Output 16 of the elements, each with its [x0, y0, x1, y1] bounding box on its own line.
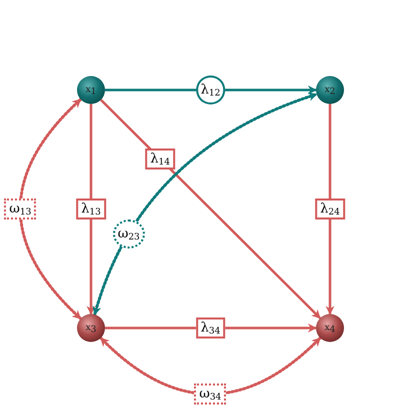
arrow	[86, 104, 96, 315]
arrow	[326, 104, 334, 315]
edge-label: ω$_{13}$	[4, 198, 36, 220]
sphere-node	[77, 314, 105, 342]
dotted-arrow	[99, 336, 322, 396]
sphere-node	[316, 76, 344, 104]
edge-label: λ$_{14}$	[145, 148, 175, 170]
edge-label: λ$_{24}$	[315, 198, 345, 220]
edge-label: λ$_{34}$	[196, 318, 226, 338]
dotted-arrow	[18, 98, 82, 320]
edge-label: λ$_{12}$	[196, 76, 226, 104]
edge-label: ω$_{23}$	[112, 219, 145, 248]
sphere-node	[316, 314, 344, 342]
edge-label: ω$_{34}$	[194, 384, 226, 404]
sphere-node	[77, 76, 105, 104]
edge-label: λ$_{13}$	[76, 198, 106, 220]
